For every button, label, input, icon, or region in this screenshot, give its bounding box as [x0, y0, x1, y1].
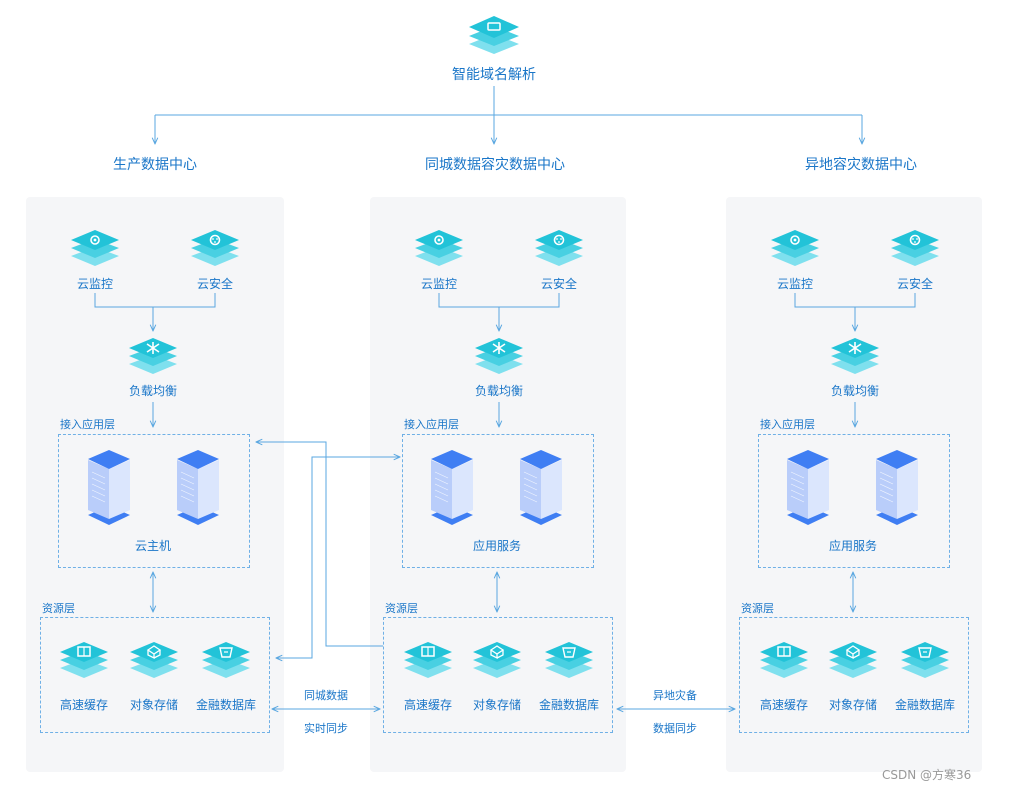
resource-layer-box [383, 617, 613, 733]
top-title: 智能域名解析 [452, 67, 536, 83]
servers-label: 应用服务 [472, 539, 522, 553]
cloud-security-icon [891, 230, 939, 266]
cloud-security-label: 云安全 [196, 277, 234, 291]
load-balancer-label: 负载均衡 [830, 384, 880, 398]
remote-sync-label-1: 异地灾备 [653, 689, 697, 702]
finance-db-label: 金融数据库 [195, 698, 257, 712]
object-storage-icon [829, 642, 877, 678]
load-balancer-icon [129, 338, 177, 374]
resource-layer-title: 资源层 [42, 602, 75, 615]
server-icon [520, 450, 562, 525]
cache-icon [760, 642, 808, 678]
cloud-security-icon [535, 230, 583, 266]
access-layer-box [58, 434, 250, 568]
database-icon [545, 642, 593, 678]
production-dc-title: 生产数据中心 [113, 157, 197, 173]
resource-layer-title: 资源层 [385, 602, 418, 615]
server-icon [88, 450, 130, 525]
cache-label: 高速缓存 [403, 698, 453, 712]
cloud-security-icon [191, 230, 239, 266]
resource-layer-box [739, 617, 969, 733]
load-balancer-icon [475, 338, 523, 374]
resource-layer-title: 资源层 [741, 602, 774, 615]
finance-db-label: 金融数据库 [894, 698, 956, 712]
cloud-monitor-label: 云监控 [776, 277, 814, 291]
resource-layer-box [40, 617, 270, 733]
database-icon [901, 642, 949, 678]
cloud-monitor-icon [415, 230, 463, 266]
cache-icon [404, 642, 452, 678]
object-storage-icon [130, 642, 178, 678]
server-icon [787, 450, 829, 525]
server-icon [177, 450, 219, 525]
servers-label: 应用服务 [828, 539, 878, 553]
remote-sync-label-2: 数据同步 [653, 722, 697, 735]
server-icon [431, 450, 473, 525]
dns-icon [469, 16, 519, 54]
access-layer-title: 接入应用层 [60, 418, 115, 431]
cloud-monitor-label: 云监控 [76, 277, 114, 291]
cache-label: 高速缓存 [59, 698, 109, 712]
access-layer-title: 接入应用层 [760, 418, 815, 431]
object-storage-label: 对象存储 [828, 698, 878, 712]
access-layer-title: 接入应用层 [404, 418, 459, 431]
object-storage-label: 对象存储 [129, 698, 179, 712]
cloud-security-label: 云安全 [540, 277, 578, 291]
cloud-monitor-icon [771, 230, 819, 266]
watermark: CSDN @方寒36 [882, 768, 972, 782]
finance-db-label: 金融数据库 [538, 698, 600, 712]
access-layer-box [402, 434, 594, 568]
load-balancer-label: 负载均衡 [128, 384, 178, 398]
load-balancer-label: 负载均衡 [474, 384, 524, 398]
cloud-monitor-icon [71, 230, 119, 266]
servers-label: 云主机 [134, 539, 172, 553]
same-city-sync-label-2: 实时同步 [304, 722, 348, 735]
server-icon [876, 450, 918, 525]
cloud-security-label: 云安全 [896, 277, 934, 291]
database-icon [202, 642, 250, 678]
cloud-monitor-label: 云监控 [420, 277, 458, 291]
same-city-sync-label-1: 同城数据 [304, 689, 348, 702]
cache-icon [60, 642, 108, 678]
remote-dc-title: 异地容灾数据中心 [805, 157, 917, 173]
load-balancer-icon [831, 338, 879, 374]
object-storage-label: 对象存储 [472, 698, 522, 712]
access-layer-box [758, 434, 950, 568]
same-city-dc-title: 同城数据容灾数据中心 [425, 157, 565, 173]
object-storage-icon [473, 642, 521, 678]
cache-label: 高速缓存 [759, 698, 809, 712]
